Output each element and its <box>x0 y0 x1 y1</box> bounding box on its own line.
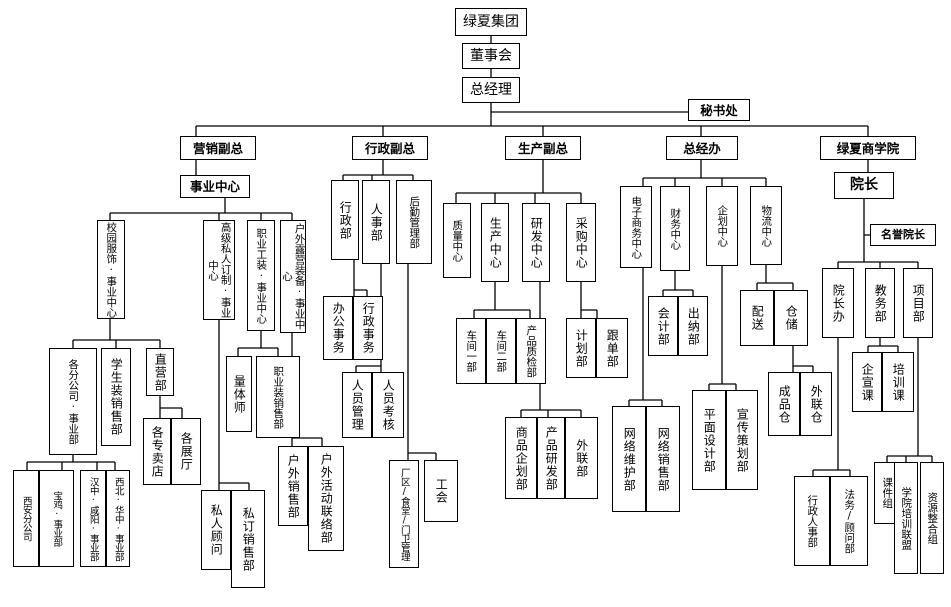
hanzhong-box: 汉中·咸阳·事业部 <box>80 470 106 567</box>
sales-vp-box: 营销副总 <box>180 136 256 160</box>
follow-up-box: 跟单部 <box>596 318 628 378</box>
branches-box: 各分公司·事业部 <box>49 348 97 455</box>
quality-inspection-box: 产品质检部 <box>516 318 546 384</box>
xian-branch-box: 西安分公司 <box>13 470 39 567</box>
quality-center-box: 质量中心 <box>443 203 471 278</box>
board-box: 董事会 <box>462 43 520 69</box>
direct-sales-box: 直营部 <box>146 348 174 396</box>
hr-dept-box: 人事部 <box>362 180 390 264</box>
network-sales-box: 网络销售部 <box>646 406 680 512</box>
quantity-master-box: 量体师 <box>226 356 252 432</box>
baoji-box: 宝鸡·事业部 <box>39 470 74 567</box>
admin-hr-box: 行政人事部 <box>794 476 830 566</box>
general-manager-box: 总经理 <box>462 77 520 103</box>
staff-mgmt-box: 人员管理 <box>342 372 372 438</box>
outdoor-sales-box: 户外销售部 <box>278 446 308 526</box>
logistics-center-box: 物流中心 <box>750 186 782 265</box>
production-center-box: 生产中心 <box>481 203 509 282</box>
factory-mgmt-box: 厂区/食堂/门卫管理 <box>389 460 419 568</box>
project-dept-box: 项目部 <box>903 268 933 338</box>
ecommerce-center-box: 电子商务中心 <box>620 186 652 268</box>
network-maintenance-box: 网络维护部 <box>612 406 646 512</box>
training-course-box: 培训课 <box>882 352 914 412</box>
student-sales-box: 学生装销售部 <box>101 348 131 446</box>
workwear-sales-box: 职业装销售部 <box>256 356 300 438</box>
outdoor-gear-box: 户外露营装备·事业中心 <box>280 220 306 333</box>
graphic-design-box: 平面设计部 <box>692 390 726 490</box>
production-vp-box: 生产副总 <box>505 136 581 160</box>
legal-advisor-box: 法务/顾问部 <box>830 476 868 566</box>
outdoor-event-box: 户外活动联络部 <box>308 446 344 551</box>
logistics-mgmt-box: 后勤管理部 <box>396 180 432 264</box>
purchase-center-box: 采购中心 <box>566 203 596 282</box>
outsource-dept-box: 外联部 <box>565 417 598 499</box>
group-box: 绿夏集团 <box>455 8 527 36</box>
stores-box: 各专卖店 <box>143 418 171 485</box>
northwest-box: 西北·华中·事业部 <box>106 470 130 567</box>
rnd-center-box: 研发中心 <box>522 203 550 282</box>
dean-office-box: 院长办 <box>822 268 854 338</box>
academy-box: 绿夏商学院 <box>820 136 916 160</box>
delivery-box: 配送 <box>740 290 774 346</box>
planning-dept-box: 计划部 <box>566 318 596 378</box>
external-warehouse-box: 外联仓 <box>800 372 832 436</box>
finance-center-box: 财务中心 <box>660 186 690 271</box>
accounting-box: 会计部 <box>648 296 678 356</box>
resource-integration-box: 资源整合组 <box>920 462 944 574</box>
halls-box: 各展厅 <box>171 418 201 485</box>
storage-box: 仓储 <box>774 290 808 346</box>
training-alliance-box: 学院培训联盟 <box>894 462 918 574</box>
admin-affairs-box: 行政事务 <box>353 296 383 360</box>
product-rnd-box: 产品研发部 <box>537 417 565 499</box>
union-box: 工会 <box>424 460 458 522</box>
secretariat-box: 秘书处 <box>688 99 750 121</box>
promotion-planning-box: 宣传策划部 <box>726 390 758 490</box>
office-affairs-box: 办公事务 <box>323 296 353 360</box>
general-office-box: 总经办 <box>666 136 738 160</box>
admin-dept-box: 行政部 <box>331 180 359 260</box>
workshop-2-box: 车间二部 <box>486 318 516 384</box>
private-custom-box: 高级私人订制·事业中心 <box>203 220 235 320</box>
publicity-course-box: 企宣课 <box>852 352 882 412</box>
staff-eval-box: 人员考核 <box>372 372 404 438</box>
business-center-box: 事业中心 <box>180 175 250 198</box>
cashier-box: 出纳部 <box>678 296 708 356</box>
planning-center-box: 企划中心 <box>706 186 738 266</box>
honorary-dean-box: 名誉院长 <box>870 224 936 246</box>
workshop-1-box: 车间一部 <box>456 318 486 384</box>
campus-apparel-box: 校园服饰·事业中心 <box>97 220 125 319</box>
custom-sales-box: 私订销售部 <box>231 490 265 588</box>
workwear-box: 职业工装·事业中心 <box>247 220 275 331</box>
private-advisor-box: 私人顾问 <box>201 490 231 570</box>
product-planning-box: 商品企划部 <box>505 417 537 499</box>
admin-vp-box: 行政副总 <box>352 136 428 160</box>
finished-goods-box: 成品仓 <box>768 372 800 436</box>
academic-affairs-box: 教务部 <box>865 268 895 338</box>
dean-box: 院长 <box>834 172 894 199</box>
